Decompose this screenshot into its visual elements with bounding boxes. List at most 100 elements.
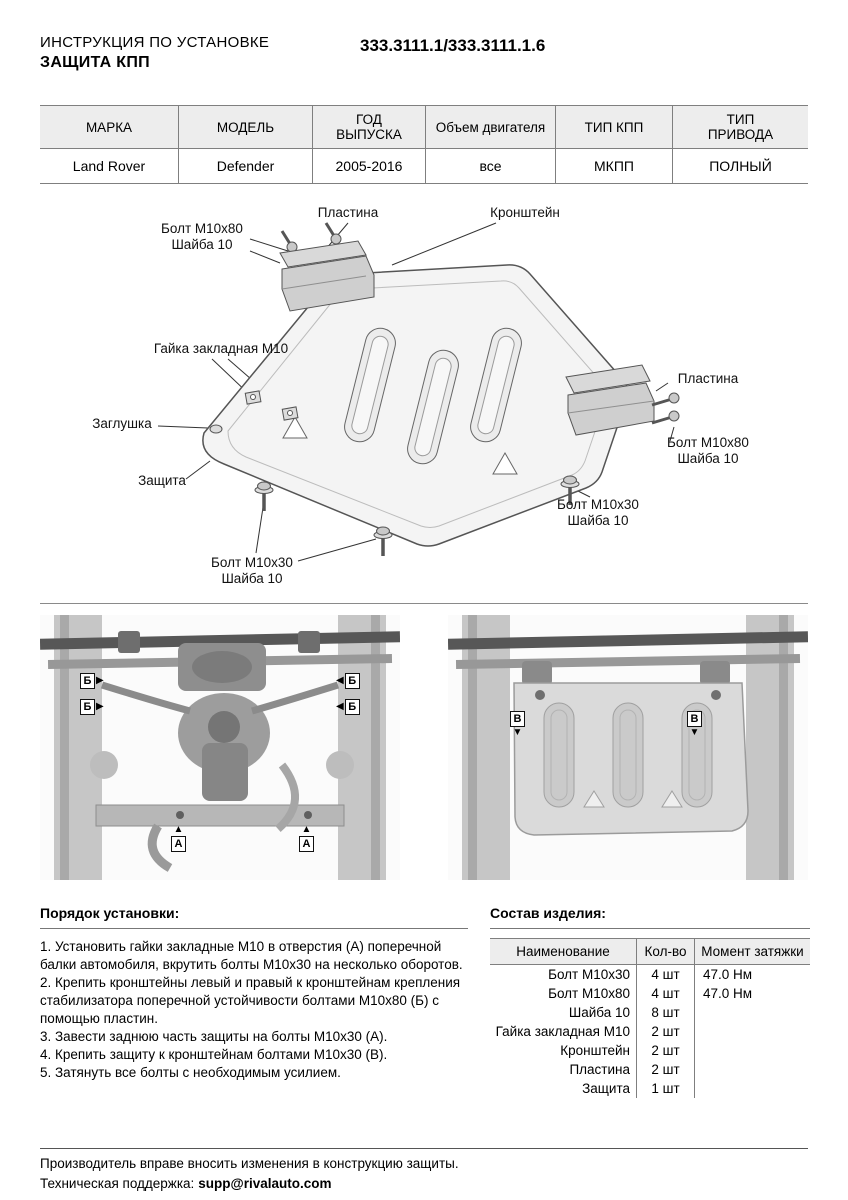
installation-step-1: 1. Установить гайки закладные М10 в отве…	[40, 939, 463, 972]
item-name: Болт М10х30	[490, 965, 637, 984]
installation-step-4: 4. Крепить защиту к кронштейнам болтами …	[40, 1047, 388, 1062]
item-name: Кронштейн	[490, 1041, 637, 1060]
photo-underbody-shield-installed: В ▼ В ▼	[447, 615, 809, 880]
support-email: supp@rivalauto.com	[198, 1176, 332, 1191]
composition-row: Гайка закладная М10 2 шт	[490, 1022, 810, 1041]
exploded-diagram: Пластина Кронштейн Болт М10х80 Шайба 10 …	[40, 195, 808, 600]
marker-letter: В	[510, 711, 525, 727]
item-torque	[695, 1060, 810, 1079]
label-bolt-m10x80-right: Болт М10х80 Шайба 10	[667, 435, 749, 466]
item-name: Защита	[490, 1079, 637, 1098]
spec-drive: ПОЛНЫЙ	[672, 149, 808, 183]
marker-letter: А	[171, 836, 186, 852]
spec-gearbox: МКПП	[555, 149, 672, 183]
marker-letter: Б	[80, 673, 95, 689]
marker-letter: В	[687, 711, 702, 727]
item-qty: 2 шт	[637, 1041, 695, 1060]
slot-nuts	[244, 390, 299, 421]
arrow-up-icon: ▲	[173, 824, 184, 835]
item-name: Шайба 10	[490, 1003, 637, 1022]
composition-header-qty: Кол-во	[637, 939, 695, 964]
spec-engine: все	[425, 149, 555, 183]
item-qty: 1 шт	[637, 1079, 695, 1098]
item-qty: 2 шт	[637, 1060, 695, 1079]
composition-row: Кронштейн 2 шт	[490, 1041, 810, 1060]
marker-letter: Б	[80, 699, 95, 715]
arrow-down-icon: ▼	[689, 727, 700, 738]
footer-support: Техническая поддержка:supp@rivalauto.com	[40, 1176, 331, 1191]
spec-header-row: МАРКА МОДЕЛЬ ГОД ВЫПУСКА Объем двигателя…	[40, 106, 808, 149]
part-number: 333.3111.1/333.3111.1.6	[360, 36, 546, 55]
marker-b: Б ▶	[80, 673, 104, 689]
composition-table: Наименование Кол-во Момент затяжки Болт …	[490, 938, 810, 1098]
label-bracket: Кронштейн	[490, 205, 560, 220]
spec-year: 2005-2016	[312, 149, 425, 183]
marker-a: ▲ А	[299, 825, 314, 852]
label-slot-nut: Гайка закладная М10	[153, 341, 289, 356]
arrow-left-icon: ◀	[336, 701, 344, 712]
item-qty: 4 шт	[637, 965, 695, 984]
spec-data-row: Land Rover Defender 2005-2016 все МКПП П…	[40, 149, 808, 184]
installation-section: Порядок установки: 1. Установить гайки з…	[40, 905, 468, 1082]
right-bracket	[565, 364, 680, 436]
doc-type-title: ИНСТРУКЦИЯ ПО УСТАНОВКЕ	[40, 34, 270, 51]
label-shield: Защита	[138, 473, 186, 488]
composition-row: Болт М10х30 4 шт 47.0 Нм	[490, 965, 810, 984]
composition-section: Состав изделия: Наименование Кол-во Моме…	[490, 905, 810, 1098]
diagram-drawing	[157, 222, 680, 562]
spec-header-gearbox: ТИП КПП	[555, 106, 672, 148]
footer-divider	[40, 1148, 808, 1149]
marker-v: В ▼	[687, 711, 702, 738]
photo-underbody-mounts: Б ▶ Б ▶ ◀ Б ◀ Б ▲ А ▲ А	[39, 615, 401, 880]
item-name: Гайка закладная М10	[490, 1022, 637, 1041]
installation-title: Порядок установки:	[40, 905, 468, 929]
spec-header-model: МОДЕЛЬ	[178, 106, 312, 148]
composition-header-name: Наименование	[490, 939, 637, 964]
arrow-down-icon: ▼	[512, 727, 523, 738]
spec-brand: Land Rover	[72, 158, 146, 174]
item-torque: 47.0 Нм	[703, 986, 753, 1001]
section-divider	[40, 603, 808, 604]
item-qty: 8 шт	[637, 1003, 695, 1022]
item-qty: 4 шт	[637, 984, 695, 1003]
label-bolt-m10x80-left: Болт М10х80 Шайба 10	[161, 221, 243, 252]
item-name: Пластина	[490, 1060, 637, 1079]
marker-letter: Б	[344, 699, 360, 715]
installation-step-5: 5. Затянуть все болты с необходимым усил…	[40, 1065, 341, 1080]
composition-row: Защита 1 шт	[490, 1079, 810, 1098]
product-title: ЗАЩИТА КПП	[40, 54, 150, 71]
installation-step-2: 2. Крепить кронштейны левый и правый к к…	[40, 975, 461, 1026]
left-bracket	[279, 222, 375, 312]
spec-model: Defender	[178, 149, 312, 183]
shield-plate	[202, 264, 629, 547]
item-torque	[695, 1079, 810, 1098]
item-torque: 47.0 Нм	[703, 967, 753, 982]
marker-letter: А	[299, 836, 314, 852]
marker-b: ◀ Б	[336, 699, 360, 715]
marker-b: ◀ Б	[336, 673, 360, 689]
item-torque	[695, 1022, 810, 1041]
spec-header-engine: Объем двигателя	[425, 106, 555, 148]
item-torque	[695, 1041, 810, 1060]
underbody-photo-right-graphic	[447, 615, 809, 880]
marker-a: ▲ А	[171, 825, 186, 852]
item-name: Болт М10х80	[490, 984, 637, 1003]
item-qty: 2 шт	[637, 1022, 695, 1041]
vehicle-spec-table: МАРКА МОДЕЛЬ ГОД ВЫПУСКА Объем двигателя…	[40, 105, 808, 184]
footer-disclaimer: Производитель вправе вносить изменения в…	[40, 1156, 459, 1171]
underbody-photo-left-graphic	[39, 615, 401, 880]
arrow-up-icon: ▲	[301, 824, 312, 835]
spec-header-year: ГОД ВЫПУСКА	[312, 106, 425, 148]
composition-row: Шайба 10 8 шт	[490, 1003, 810, 1022]
marker-b: Б ▶	[80, 699, 104, 715]
bottom-bolts	[254, 475, 580, 556]
composition-header-row: Наименование Кол-во Момент затяжки	[490, 938, 810, 965]
plug	[209, 424, 223, 434]
marker-v: В ▼	[510, 711, 525, 738]
item-torque	[695, 1003, 810, 1022]
label-plate-right: Пластина	[677, 371, 739, 386]
composition-row: Болт М10х80 4 шт 47.0 Нм	[490, 984, 810, 1003]
spec-header-drive: ТИП ПРИВОДА	[672, 106, 808, 148]
marker-letter: Б	[344, 673, 360, 689]
